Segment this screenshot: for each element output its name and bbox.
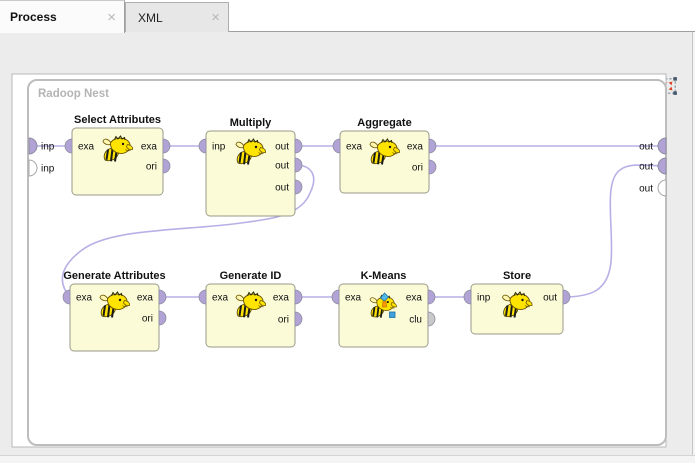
port-label: clu: [409, 315, 422, 326]
input-port-inp[interactable]: [463, 289, 472, 305]
connection-store-to-nest-out[interactable]: [562, 164, 667, 298]
nest-input-port-inp[interactable]: [28, 159, 38, 177]
input-port-inp[interactable]: [198, 138, 207, 154]
output-port-exa[interactable]: [158, 289, 167, 305]
output-port-ori[interactable]: [162, 158, 171, 174]
operator-title: Generate Attributes: [63, 270, 165, 282]
nest-port-label: inp: [41, 164, 55, 175]
operator-title: Generate ID: [220, 270, 282, 282]
output-port-exa[interactable]: [162, 138, 171, 154]
port-label: exa: [137, 293, 154, 304]
output-port-out[interactable]: [294, 179, 303, 195]
output-port-clu[interactable]: [427, 311, 436, 327]
nest-input-port-inp[interactable]: [28, 137, 38, 155]
input-port-exa[interactable]: [331, 289, 340, 305]
output-port-ori[interactable]: [428, 159, 437, 175]
tab-xml[interactable]: XML ×: [125, 2, 229, 32]
nest-port-label: inp: [41, 142, 55, 153]
nest-output-port-out[interactable]: [657, 137, 667, 155]
input-port-exa[interactable]: [332, 138, 341, 154]
port-label: exa: [406, 293, 423, 304]
port-label: exa: [273, 293, 290, 304]
operator-title: K-Means: [361, 270, 407, 282]
operator-box[interactable]: [205, 130, 296, 217]
nest-port-label: out: [639, 142, 653, 153]
port-label: exa: [346, 142, 363, 153]
operator-title: Store: [503, 270, 531, 282]
close-icon[interactable]: ×: [211, 9, 220, 26]
port-label: out: [275, 142, 289, 153]
port-label: exa: [78, 142, 95, 153]
port-label: out: [275, 161, 289, 172]
port-label: ori: [412, 163, 423, 174]
port-label: exa: [407, 142, 424, 153]
output-port-exa[interactable]: [294, 289, 303, 305]
output-port-ori[interactable]: [294, 311, 303, 327]
tab-label: XML: [138, 10, 163, 25]
operator-title: Select Attributes: [74, 114, 161, 126]
tab-label: Process: [10, 10, 57, 24]
operator-title: Aggregate: [357, 117, 411, 129]
close-icon[interactable]: ×: [107, 8, 116, 26]
input-port-exa[interactable]: [62, 289, 71, 305]
nest-output-port-out[interactable]: [657, 157, 667, 175]
operator-title: Multiply: [230, 117, 272, 129]
output-port-out[interactable]: [294, 138, 303, 154]
operator-k-means[interactable]: K-Means exa exa clu: [331, 270, 436, 348]
output-port-out[interactable]: [294, 157, 303, 173]
nest-output-port-out[interactable]: [657, 179, 667, 197]
nest-port-label: out: [639, 184, 653, 195]
port-label: inp: [212, 142, 226, 153]
nest-title: Radoop Nest: [38, 88, 109, 100]
input-port-exa[interactable]: [64, 138, 73, 154]
tab-process[interactable]: Process ×: [0, 0, 125, 33]
port-label: out: [275, 183, 289, 194]
tab-bar: Process × XML ×: [0, 0, 695, 33]
operator-multiply[interactable]: Multiply inp out out out: [198, 117, 303, 217]
connection-multiply-to-generate-attributes[interactable]: [61, 164, 315, 298]
port-label: inp: [477, 293, 491, 304]
output-port-exa[interactable]: [428, 138, 437, 154]
output-port-exa[interactable]: [427, 289, 436, 305]
port-label: out: [543, 293, 557, 304]
operator-select-attributes[interactable]: Select Attributes exa exa ori: [64, 114, 171, 196]
port-label: exa: [212, 293, 229, 304]
port-label: exa: [76, 293, 93, 304]
output-port-out[interactable]: [562, 289, 571, 305]
operator-generate-id[interactable]: Generate ID exa exa ori: [198, 270, 303, 348]
port-label: exa: [141, 142, 158, 153]
operator-aggregate[interactable]: Aggregate exa exa ori: [332, 117, 437, 194]
radoop-nest-frame: [27, 79, 667, 446]
operator-store[interactable]: Store inp out: [463, 270, 571, 335]
port-label: exa: [345, 293, 362, 304]
port-label: ori: [142, 314, 153, 325]
port-label: ori: [146, 162, 157, 173]
output-port-ori[interactable]: [158, 310, 167, 326]
nest-port-label: out: [639, 162, 653, 173]
status-strip: [0, 455, 695, 463]
operator-generate-attributes[interactable]: Generate Attributes exa exa ori: [62, 270, 167, 352]
input-port-exa[interactable]: [198, 289, 207, 305]
port-label: ori: [278, 315, 289, 326]
